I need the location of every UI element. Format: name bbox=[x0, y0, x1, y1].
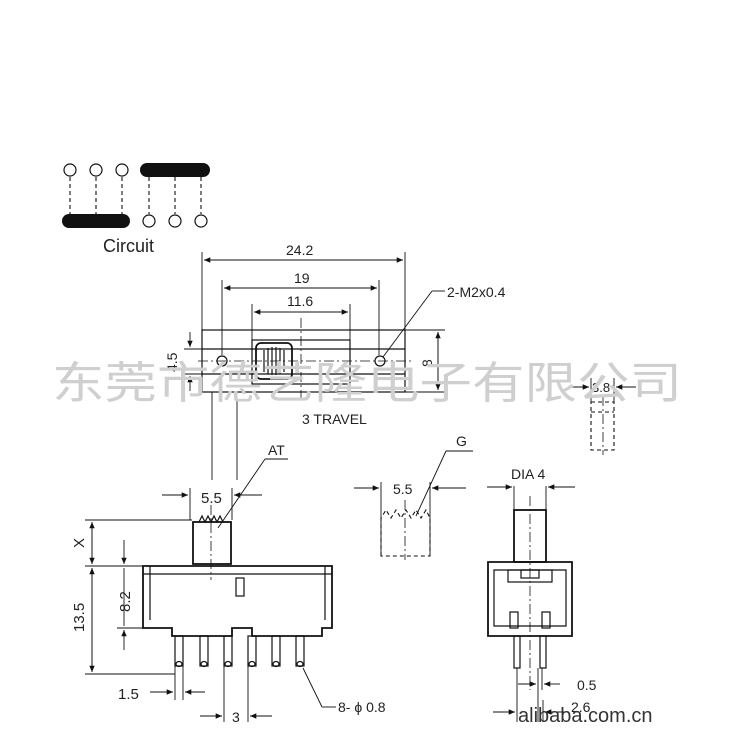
top-knob bbox=[255, 342, 293, 380]
actuator-label: AT bbox=[268, 442, 285, 458]
screw-hole-spec: 2-M2x0.4 bbox=[447, 284, 506, 300]
dim-dia: DIA 4 bbox=[511, 466, 545, 482]
dim-body-height: 8.2 bbox=[117, 591, 134, 612]
front-body bbox=[142, 565, 333, 637]
dim-pin-offset: 1.5 bbox=[118, 686, 139, 703]
watermark-company: 东莞市德艺隆电子有限公司 bbox=[52, 358, 682, 409]
top-view: 24.2 19 11.6 2-M2x0.4 4.5 bbox=[164, 242, 506, 480]
circuit-label: Circuit bbox=[103, 236, 154, 256]
circuit-diagram: Circuit bbox=[62, 163, 210, 256]
dim-actuator-height: X bbox=[71, 538, 88, 548]
actuator-detail: 5.5 G bbox=[354, 433, 473, 560]
front-actuator bbox=[192, 521, 232, 565]
pin-spec: 8- ϕ 0.8 bbox=[338, 699, 386, 715]
knob-grip bbox=[263, 347, 285, 375]
dim-height: 4.5 bbox=[164, 352, 180, 372]
circuit-terminals-top-left bbox=[63, 163, 129, 214]
dim-hole-spacing: 19 bbox=[294, 270, 310, 286]
dim-pin-span: 2.6 bbox=[571, 699, 591, 715]
contact-bar-left bbox=[62, 214, 130, 228]
side-view: DIA 4 0.5 2.6 bbox=[487, 466, 597, 722]
detail-label: G bbox=[456, 433, 467, 449]
travel-label: 3 TRAVEL bbox=[302, 411, 367, 427]
dim-pin-pitch: 3 bbox=[232, 709, 240, 725]
front-view: 5.5 AT X 13.5 bbox=[71, 442, 386, 725]
circuit-terminals-bottom-right bbox=[142, 177, 208, 228]
dim-total-height: 13.5 bbox=[71, 603, 88, 632]
watermark-site: alibaba.com.cn bbox=[518, 705, 653, 727]
dim-detail-width: 5.5 bbox=[393, 481, 413, 497]
screw-hole-right bbox=[374, 355, 386, 367]
dim-height-right: 8 bbox=[419, 359, 435, 367]
dim-actuator-width: 5.5 bbox=[201, 490, 222, 507]
small-detail: 3.8 bbox=[571, 378, 636, 455]
front-window bbox=[235, 577, 245, 597]
contact-bar-right bbox=[140, 163, 210, 177]
screw-hole-left bbox=[216, 355, 228, 367]
dim-slot-width: 11.6 bbox=[287, 293, 313, 309]
dim-small-width: 3.8 bbox=[592, 380, 610, 395]
front-pins bbox=[174, 635, 305, 668]
dim-overall-width: 24.2 bbox=[286, 242, 313, 258]
side-body bbox=[487, 561, 573, 637]
dim-pin-thickness: 0.5 bbox=[577, 677, 597, 693]
